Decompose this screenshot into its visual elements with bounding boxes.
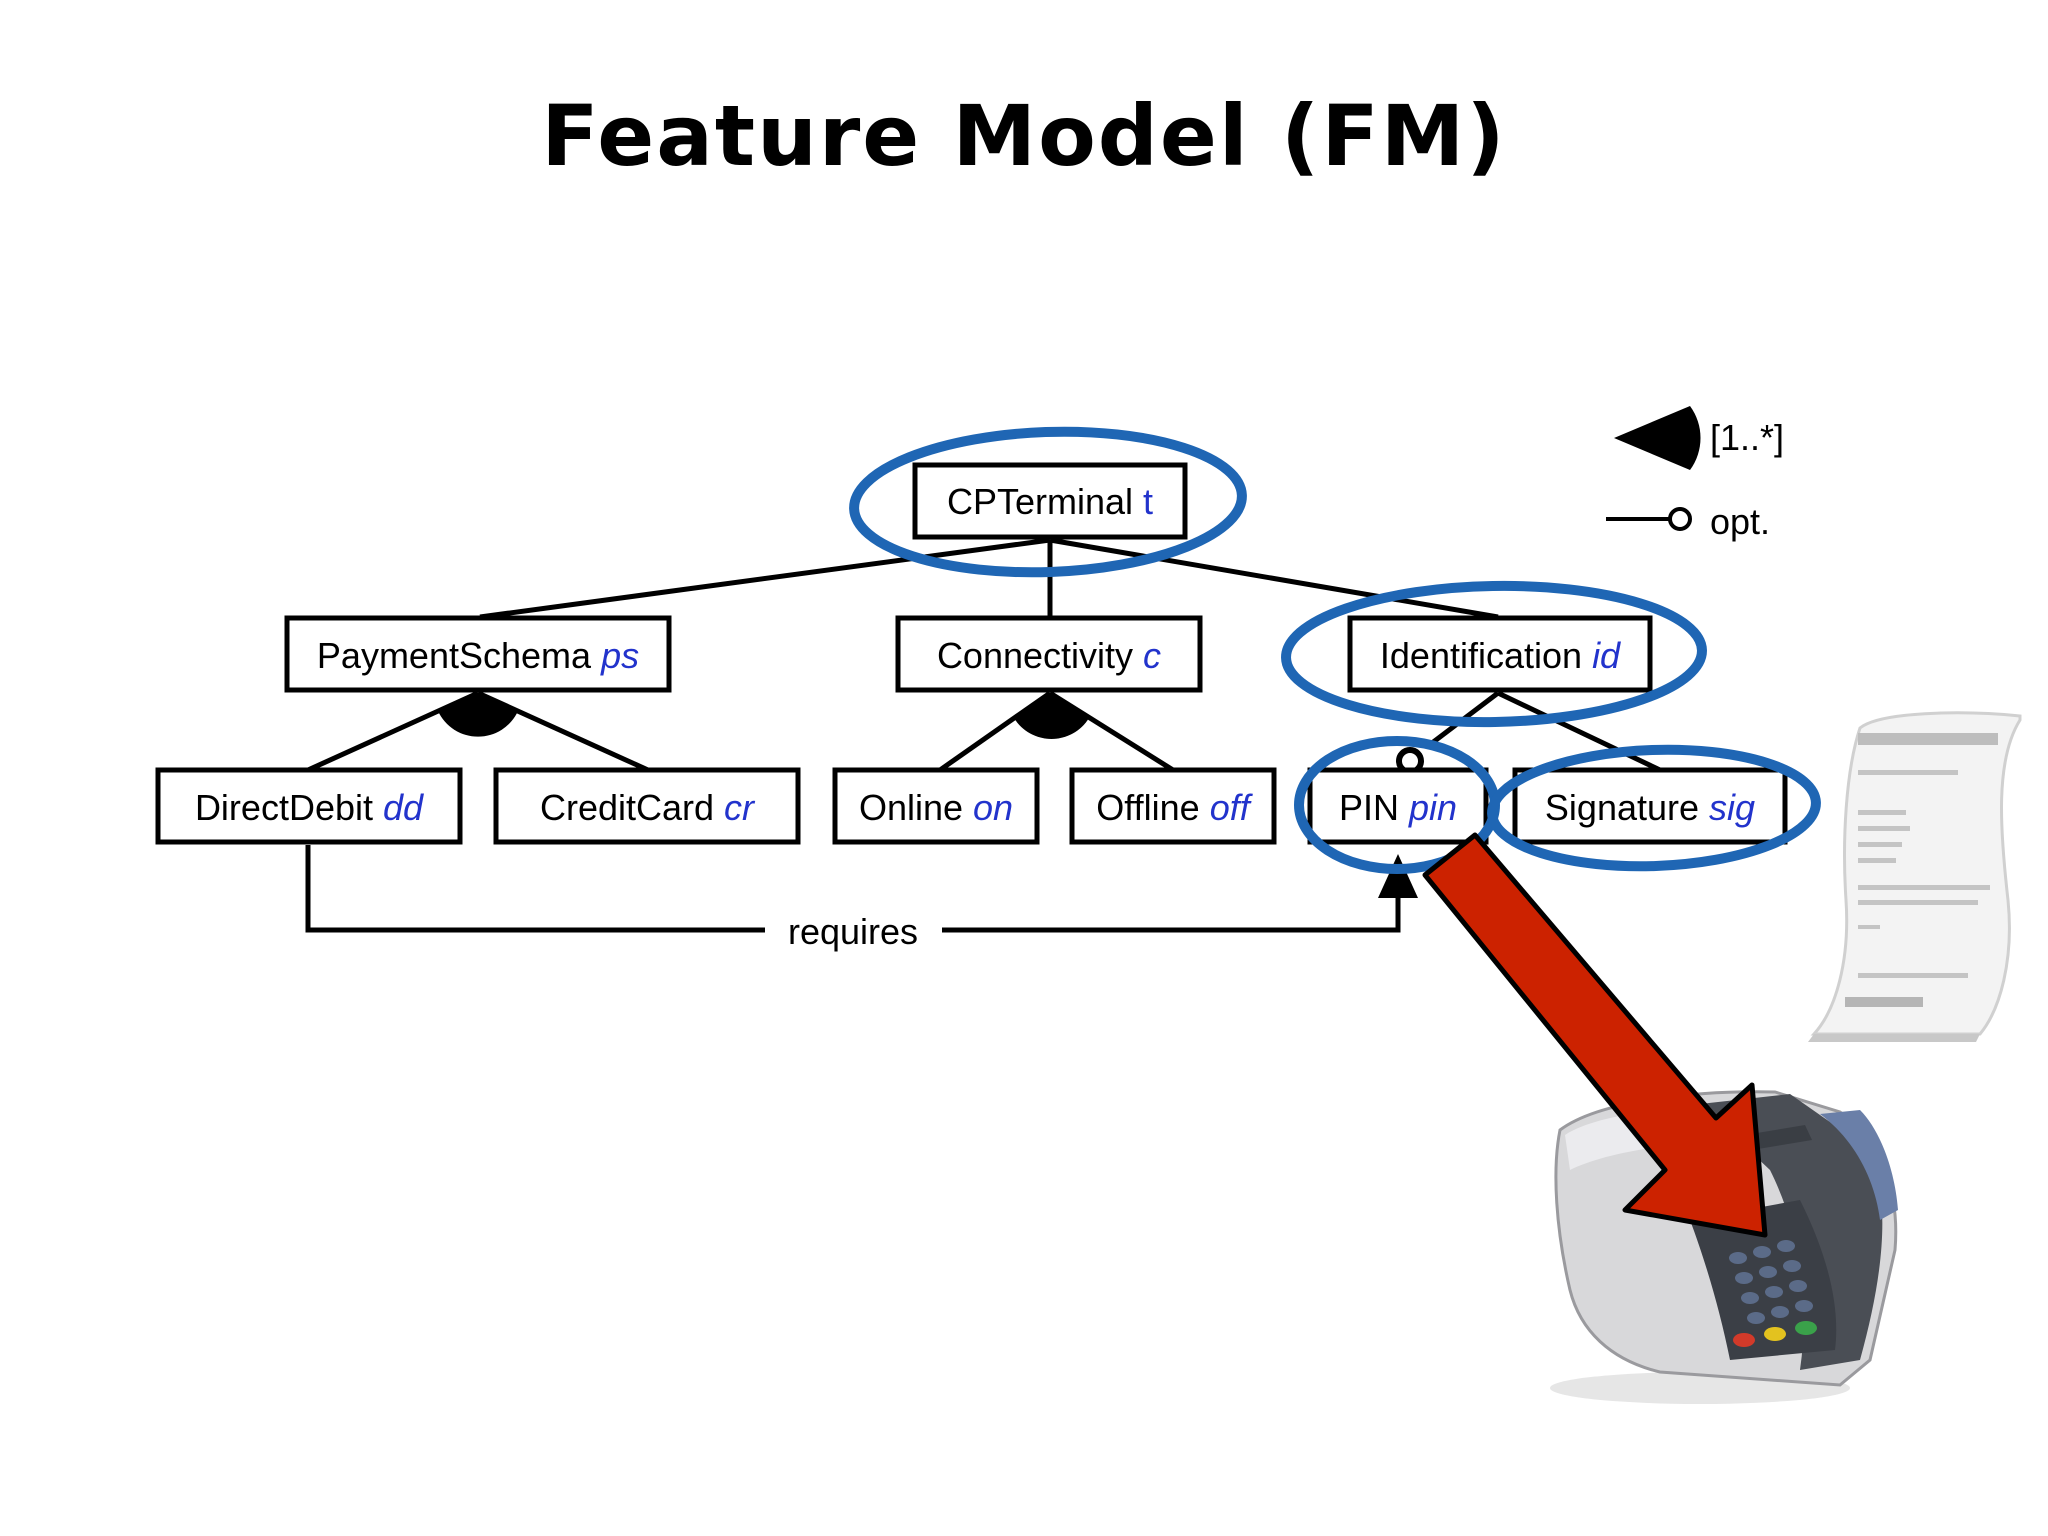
svg-text:CPTerminal t: CPTerminal t (947, 481, 1153, 522)
feature-identification: Identification id (1347, 615, 1653, 693)
feature-variable: on (973, 787, 1013, 828)
svg-text:DirectDebit dd: DirectDebit dd (195, 787, 424, 828)
highlight-signature (1487, 744, 1821, 872)
feature-signature: Signature sig (1512, 767, 1788, 845)
feature-name: DirectDebit (195, 787, 373, 828)
feature-variable: sig (1709, 787, 1755, 828)
feature-variable: c (1143, 635, 1161, 676)
feature-online: Online on (832, 767, 1040, 845)
edge-identification-signature (1496, 690, 1662, 773)
feature-pin: PIN pin (1307, 767, 1489, 845)
feature-variable: ps (600, 635, 639, 676)
feature-name: Signature (1545, 787, 1699, 828)
or-group-arc-payment (438, 693, 518, 737)
feature-name: CPTerminal (947, 481, 1133, 522)
feature-name: PIN (1339, 787, 1399, 828)
feature-name: Connectivity (937, 635, 1133, 676)
feature-name: Identification (1380, 635, 1582, 676)
feature-connectivity: Connectivity c (895, 615, 1203, 693)
svg-text:Offline off: Offline off (1096, 787, 1253, 828)
card-terminal-icon (1550, 1090, 1898, 1404)
edge-root-payment (479, 537, 1051, 620)
highlight-root (849, 426, 1247, 578)
edge-connectivity-offline (1048, 690, 1175, 773)
feature-name: Offline (1096, 787, 1199, 828)
feature-variable: id (1592, 635, 1621, 676)
svg-text:PIN pin: PIN pin (1339, 787, 1457, 828)
highlight-identification (1281, 580, 1707, 728)
feature-creditcard: CreditCard cr (493, 767, 801, 845)
feature-name: CreditCard (540, 787, 714, 828)
requires-label: requires (788, 911, 918, 952)
or-group-legend-icon (1614, 406, 1701, 470)
requires-arrowhead (1378, 854, 1418, 898)
feature-variable: off (1210, 787, 1254, 828)
feature-root: CPTerminal t (912, 462, 1188, 540)
feature-offline: Offline off (1069, 767, 1277, 845)
feature-variable: cr (724, 787, 756, 828)
edge-root-identification (1049, 537, 1499, 620)
requires-line-left (305, 845, 765, 933)
feature-name: Online (859, 787, 963, 828)
slide-title: Feature Model (FM) (541, 87, 1506, 185)
svg-text:Connectivity c: Connectivity c (937, 635, 1161, 676)
legend: [1..*] opt. (1606, 406, 1784, 542)
red-arrow (1422, 832, 1768, 1238)
svg-text:Identification id: Identification id (1380, 635, 1621, 676)
svg-text:CreditCard cr: CreditCard cr (540, 787, 756, 828)
feature-variable: pin (1408, 787, 1457, 828)
feature-directdebit: DirectDebit dd (155, 767, 463, 845)
optional-legend-icon (1668, 507, 1692, 531)
feature-name: PaymentSchema (317, 635, 592, 676)
legend-optional-label: opt. (1710, 501, 1770, 542)
feature-paymentschema: PaymentSchema ps (284, 615, 672, 693)
feature-variable: dd (383, 787, 424, 828)
legend-or-group-label: [1..*] (1710, 417, 1784, 458)
receipt-icon (1808, 711, 2022, 1042)
requires-constraint: requires (305, 845, 1418, 952)
requires-line-right (942, 880, 1401, 933)
svg-text:Online on: Online on (859, 787, 1013, 828)
or-group-arc-connectivity (1014, 693, 1089, 739)
svg-text:Signature sig: Signature sig (1545, 787, 1755, 828)
svg-text:PaymentSchema ps: PaymentSchema ps (317, 635, 639, 676)
highlight-ellipses (849, 426, 1821, 874)
feature-variable: t (1143, 481, 1153, 522)
